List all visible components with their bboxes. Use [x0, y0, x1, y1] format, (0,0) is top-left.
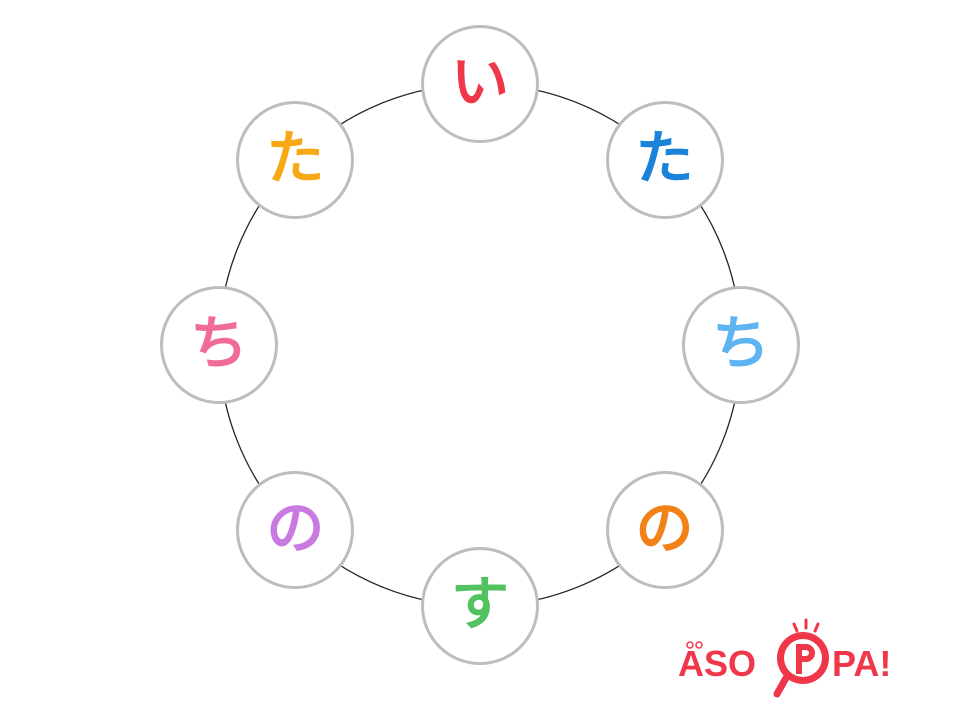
- ring-node: の: [605, 470, 724, 589]
- ring-node-char: の: [635, 493, 694, 562]
- ring-node-char: た: [266, 124, 325, 193]
- logo-eyes: [686, 641, 703, 649]
- ring-node-char: い: [450, 48, 509, 116]
- logo-p-badge: [773, 618, 829, 698]
- ring-node-char: ち: [711, 309, 770, 377]
- ring-node: ち: [682, 286, 800, 404]
- ring-node: す: [421, 547, 539, 665]
- ring-node: の: [236, 470, 355, 589]
- ring-node-char: す: [450, 570, 509, 638]
- asoppa-logo: ASO PA!: [678, 618, 891, 698]
- ring-node: た: [605, 101, 724, 220]
- logo-text-left: ASO: [678, 643, 756, 684]
- ring-node-char: ち: [189, 309, 248, 377]
- ring-node: ち: [160, 286, 278, 404]
- ring-node: た: [236, 101, 355, 220]
- logo-text-right: PA!: [832, 643, 891, 684]
- ring-node: い: [421, 25, 539, 143]
- ring-node-char: た: [635, 124, 694, 193]
- ring-node-char: の: [266, 493, 325, 562]
